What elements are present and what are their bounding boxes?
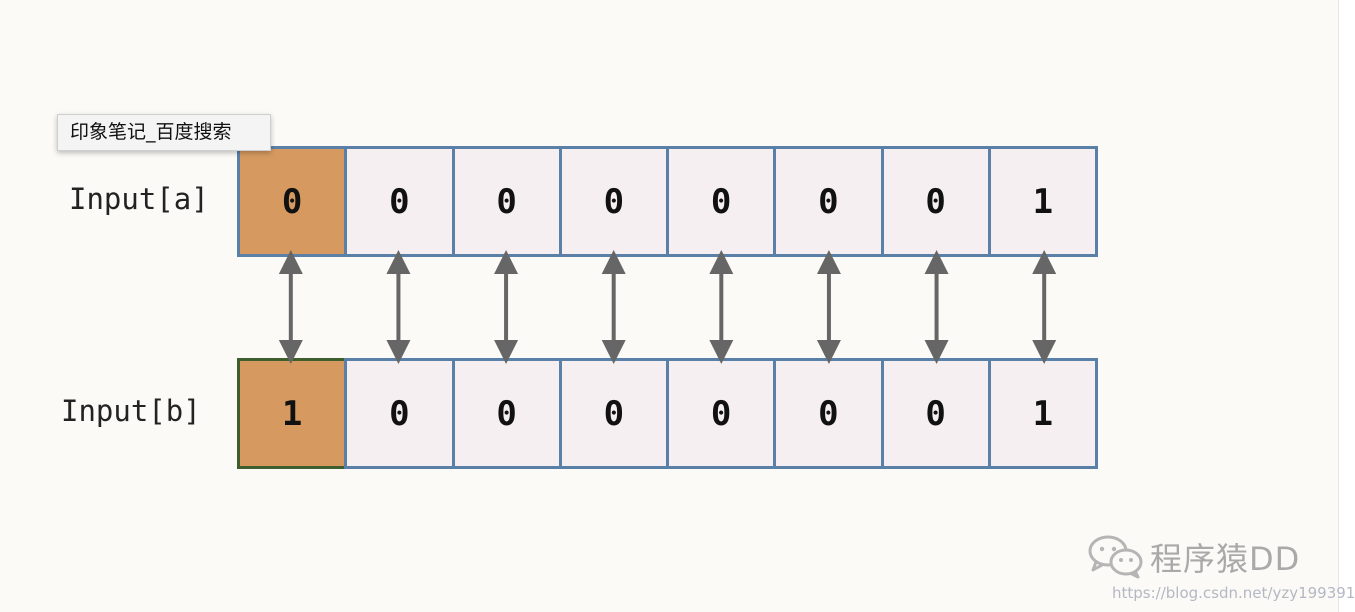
cell-a-6: 0 [880,146,991,257]
cell-a-0: 0 [237,146,348,257]
cell-b-6: 0 [880,358,991,469]
cell-a-7: 1 [987,146,1098,257]
tooltip: 印象笔记_百度搜索 [57,114,271,151]
cell-a-1: 0 [344,146,455,257]
input-b-row: 1 0 0 0 0 0 0 1 [237,358,1098,469]
cell-b-1: 0 [344,358,455,469]
cell-b-7: 1 [987,358,1098,469]
row-label-b: Input[b] [61,394,201,428]
cell-b-5: 0 [773,358,884,469]
watermark-url: https://blog.csdn.net/yzy199391 [1112,584,1355,602]
cell-b-3: 0 [558,358,669,469]
input-a-row: 0 0 0 0 0 0 0 1 [237,146,1098,257]
cell-a-3: 0 [558,146,669,257]
cell-b-2: 0 [451,358,562,469]
row-label-a: Input[a] [69,182,209,216]
wechat-icon [1088,535,1143,579]
cell-b-4: 0 [666,358,777,469]
watermark-text: 程序猿DD [1150,540,1301,578]
cell-a-4: 0 [666,146,777,257]
cell-a-5: 0 [773,146,884,257]
cell-b-0: 1 [237,358,348,469]
tooltip-text: 印象笔记_百度搜索 [70,121,232,143]
cell-a-2: 0 [451,146,562,257]
